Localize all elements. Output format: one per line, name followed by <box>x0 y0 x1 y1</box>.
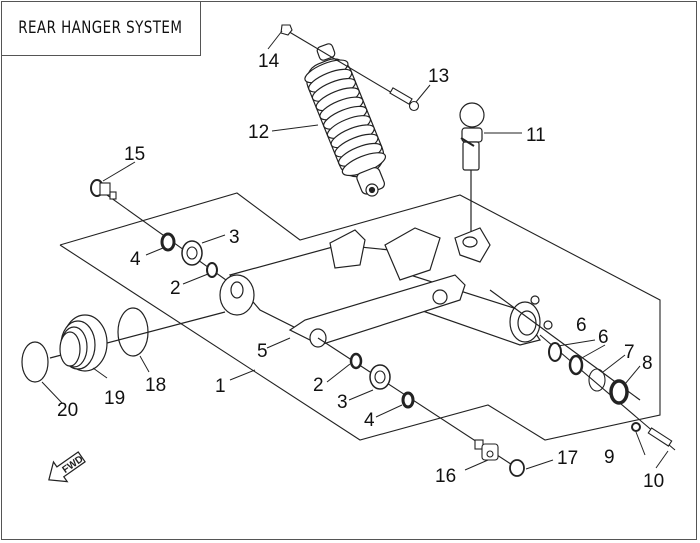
callout-19: 19 <box>104 388 125 409</box>
boot-19-part <box>59 314 108 372</box>
callout-6b: 6 <box>598 327 609 348</box>
callout-9: 9 <box>604 447 615 468</box>
callout-5: 5 <box>257 341 268 362</box>
o-ring-2-part <box>206 262 218 278</box>
bolt-10-part <box>647 427 673 447</box>
assembly-outline <box>59 192 661 441</box>
callout-3-upper: 3 <box>229 227 240 248</box>
bolt-13-part <box>389 87 413 105</box>
bearing-6b-part <box>568 354 584 376</box>
washer-9-part <box>631 422 641 432</box>
seal-4-part <box>160 232 176 252</box>
title-box: REAR HANGER SYSTEM <box>1 1 201 56</box>
callout-11: 11 <box>526 125 546 146</box>
nut-14-part <box>280 24 293 36</box>
bearing-6a-part <box>548 342 562 362</box>
clamp-18-part <box>117 307 149 357</box>
seal-4b-part <box>401 391 415 409</box>
leader-lines <box>41 30 669 471</box>
shock-absorber-part <box>304 43 387 197</box>
pivot-shaft-15-part <box>90 179 117 200</box>
callout-13: 13 <box>428 66 449 87</box>
o-ring-2b-part <box>349 352 363 370</box>
callout-8: 8 <box>642 353 653 374</box>
callout-12: 12 <box>248 122 269 143</box>
callout-6a: 6 <box>576 315 587 336</box>
bearing-3b-part <box>369 364 391 390</box>
bearing-3-part <box>181 240 203 266</box>
forward-arrow-icon: FWD <box>48 451 86 483</box>
circlip-7-part <box>588 368 606 392</box>
callout-17: 17 <box>557 448 578 469</box>
pivot-shaft-16-part <box>474 439 499 461</box>
callout-18: 18 <box>145 375 166 396</box>
bearing-housing-part <box>509 295 553 343</box>
callout-3-lower: 3 <box>337 392 348 413</box>
callout-4-upper: 4 <box>130 249 141 270</box>
callout-2-upper: 2 <box>170 278 181 299</box>
callout-14: 14 <box>258 51 280 72</box>
callout-16: 16 <box>435 466 456 487</box>
callout-2-lower: 2 <box>313 375 324 396</box>
callout-1: 1 <box>215 376 226 397</box>
tow-ball-part <box>459 102 485 240</box>
castle-nut-17-part <box>509 459 525 477</box>
callout-7: 7 <box>624 342 635 363</box>
diagram-title: REAR HANGER SYSTEM <box>18 18 183 38</box>
callout-10: 10 <box>643 471 664 492</box>
oil-seal-8-part <box>609 379 629 405</box>
callout-20: 20 <box>57 400 78 421</box>
callout-15: 15 <box>124 144 145 165</box>
callout-4-lower: 4 <box>364 410 375 431</box>
clamp-20-part <box>21 341 49 383</box>
